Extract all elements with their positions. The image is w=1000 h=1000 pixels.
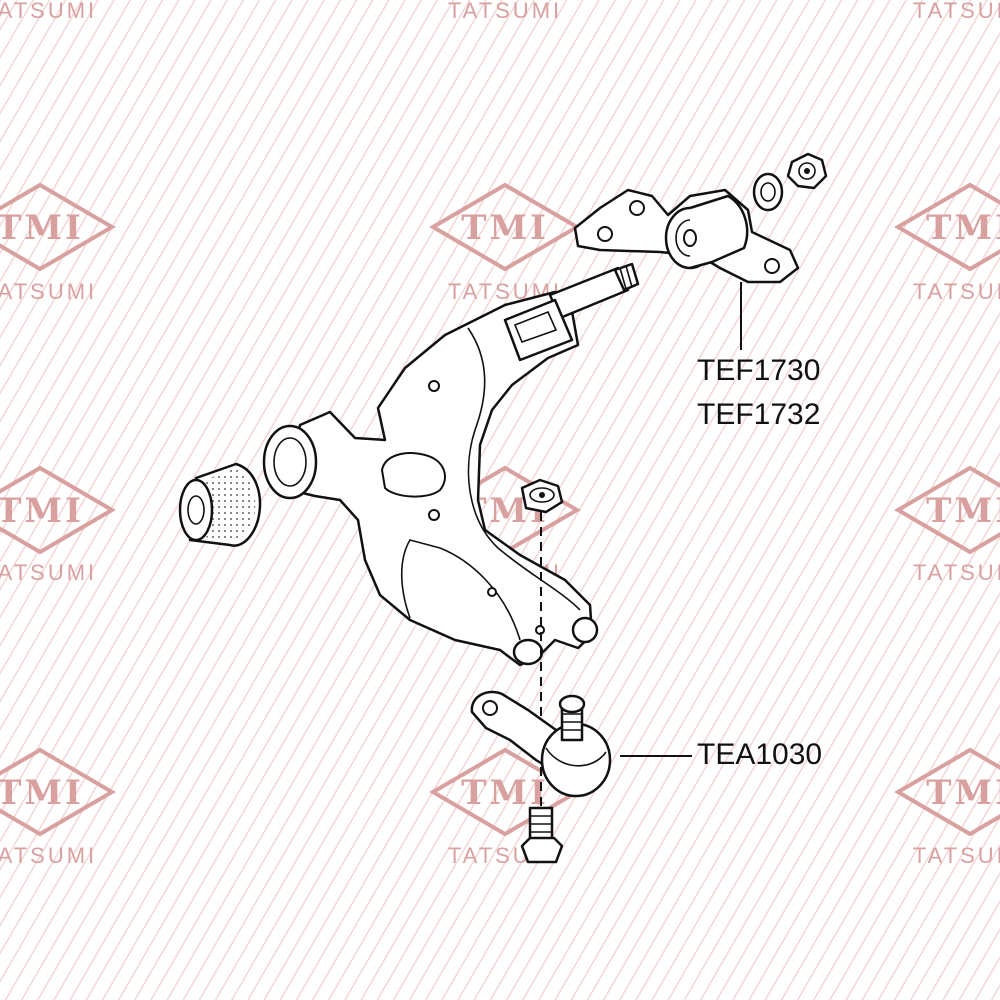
- rear-bushing: [178, 462, 262, 547]
- svg-text:TMI: TMI: [926, 208, 1000, 248]
- washer-top-right: [752, 172, 784, 212]
- watermark-brand: TATSUMI: [0, 0, 97, 23]
- callout-label-tea1030: TEA1030: [697, 738, 823, 771]
- watermark-logo: TMI: [894, 465, 1000, 555]
- svg-text:TMI: TMI: [0, 208, 84, 248]
- watermark-brand: TATSUMI: [0, 843, 97, 868]
- callout-label-tef1730: TEF1730: [697, 354, 821, 387]
- callout-label-tef1732: TEF1732: [697, 398, 821, 431]
- watermark-logo: TMI: [0, 182, 116, 272]
- watermark-logo: TMI: [0, 465, 116, 555]
- castle-nut: [520, 478, 564, 514]
- watermark-brand: TATSUMI: [448, 0, 562, 23]
- watermark-logo: TMI: [429, 747, 581, 837]
- nut-top-right: [786, 152, 828, 190]
- svg-text:TMI: TMI: [926, 491, 1000, 531]
- watermark-brand: TATSUMI: [913, 560, 1000, 585]
- ball-joint: [470, 690, 612, 798]
- bottom-bolt: [520, 806, 564, 864]
- watermark-brand: TATSUMI: [913, 279, 1000, 304]
- watermark-logo: TMI: [894, 747, 1000, 837]
- watermark-brand: TATSUMI: [0, 560, 97, 585]
- watermark-brand: TATSUMI: [913, 843, 1000, 868]
- svg-text:TMI: TMI: [461, 208, 549, 248]
- svg-text:TMI: TMI: [0, 773, 84, 813]
- watermark-logo: TMI: [0, 747, 116, 837]
- svg-text:TMI: TMI: [461, 773, 549, 813]
- watermark-brand: TATSUMI: [0, 279, 97, 304]
- watermark-layer: TMI TMI TMI TATSUMI TATSUMI TATSUMI TATSUMI TMI…: [0, 0, 1000, 868]
- watermark-brand: TATSUMI: [913, 0, 1000, 23]
- svg-text:TMI: TMI: [926, 773, 1000, 813]
- control-arm: [262, 262, 640, 667]
- watermark-logo: TMI: [894, 182, 1000, 272]
- svg-text:TMI: TMI: [0, 491, 84, 531]
- bushing-bracket: [573, 188, 800, 284]
